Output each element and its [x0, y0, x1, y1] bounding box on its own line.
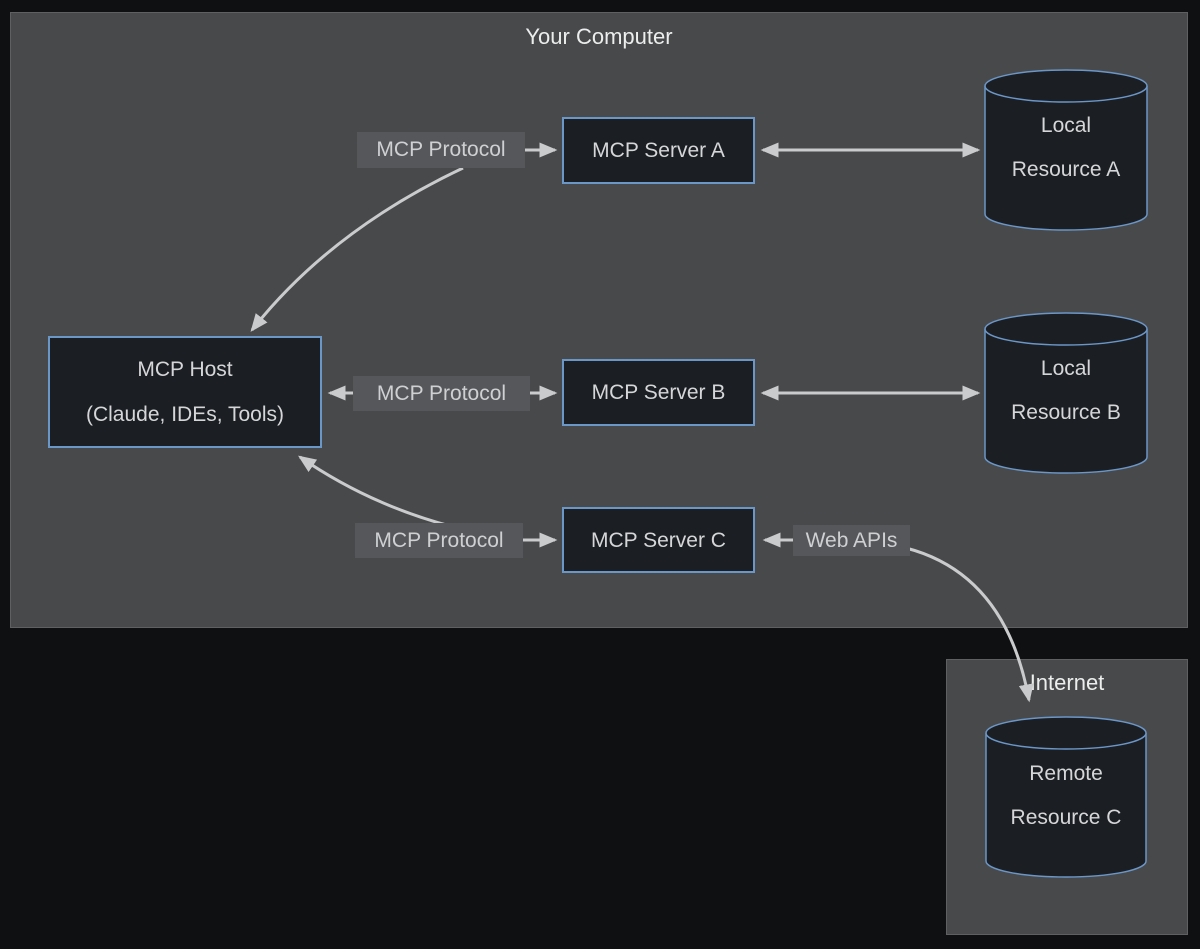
mcp-protocol-label-a: MCP Protocol	[357, 132, 525, 168]
mcp-server-b-label: MCP Server B	[591, 381, 726, 404]
remote-resource-c-label: Remote Resource C	[1010, 762, 1122, 829]
node-mcp-server-a: MCP Server A	[562, 117, 755, 184]
local-resource-b-cylinder	[984, 312, 1148, 474]
your-computer-title: Your Computer	[525, 24, 673, 49]
mcp-host-line2: (Claude, IDEs, Tools)	[85, 403, 285, 426]
mcp-protocol-label-b: MCP Protocol	[353, 376, 530, 411]
node-mcp-server-c: MCP Server C	[562, 507, 755, 573]
web-apis-label: Web APIs	[793, 525, 910, 556]
mcp-server-c-label: MCP Server C	[591, 528, 726, 552]
edge-curve-host-to-server-a	[250, 166, 464, 332]
mcp-host-line1: MCP Host	[137, 358, 233, 381]
node-mcp-server-b: MCP Server B	[562, 359, 755, 426]
node-mcp-host: MCP Host (Claude, IDEs, Tools)	[48, 336, 322, 448]
local-resource-a-cylinder	[984, 69, 1148, 231]
internet-title: Internet	[1029, 670, 1105, 695]
edge-curve-host-to-server-c	[298, 455, 451, 528]
mcp-protocol-label-c: MCP Protocol	[355, 523, 523, 558]
local-resource-a-label: Local Resource A	[1011, 114, 1121, 181]
edge-curve-webapis-to-resource-c	[905, 546, 1034, 703]
remote-resource-c-cylinder	[985, 716, 1147, 878]
mcp-server-a-label: MCP Server A	[592, 139, 725, 162]
local-resource-b-label: Local Resource B	[1011, 357, 1121, 424]
